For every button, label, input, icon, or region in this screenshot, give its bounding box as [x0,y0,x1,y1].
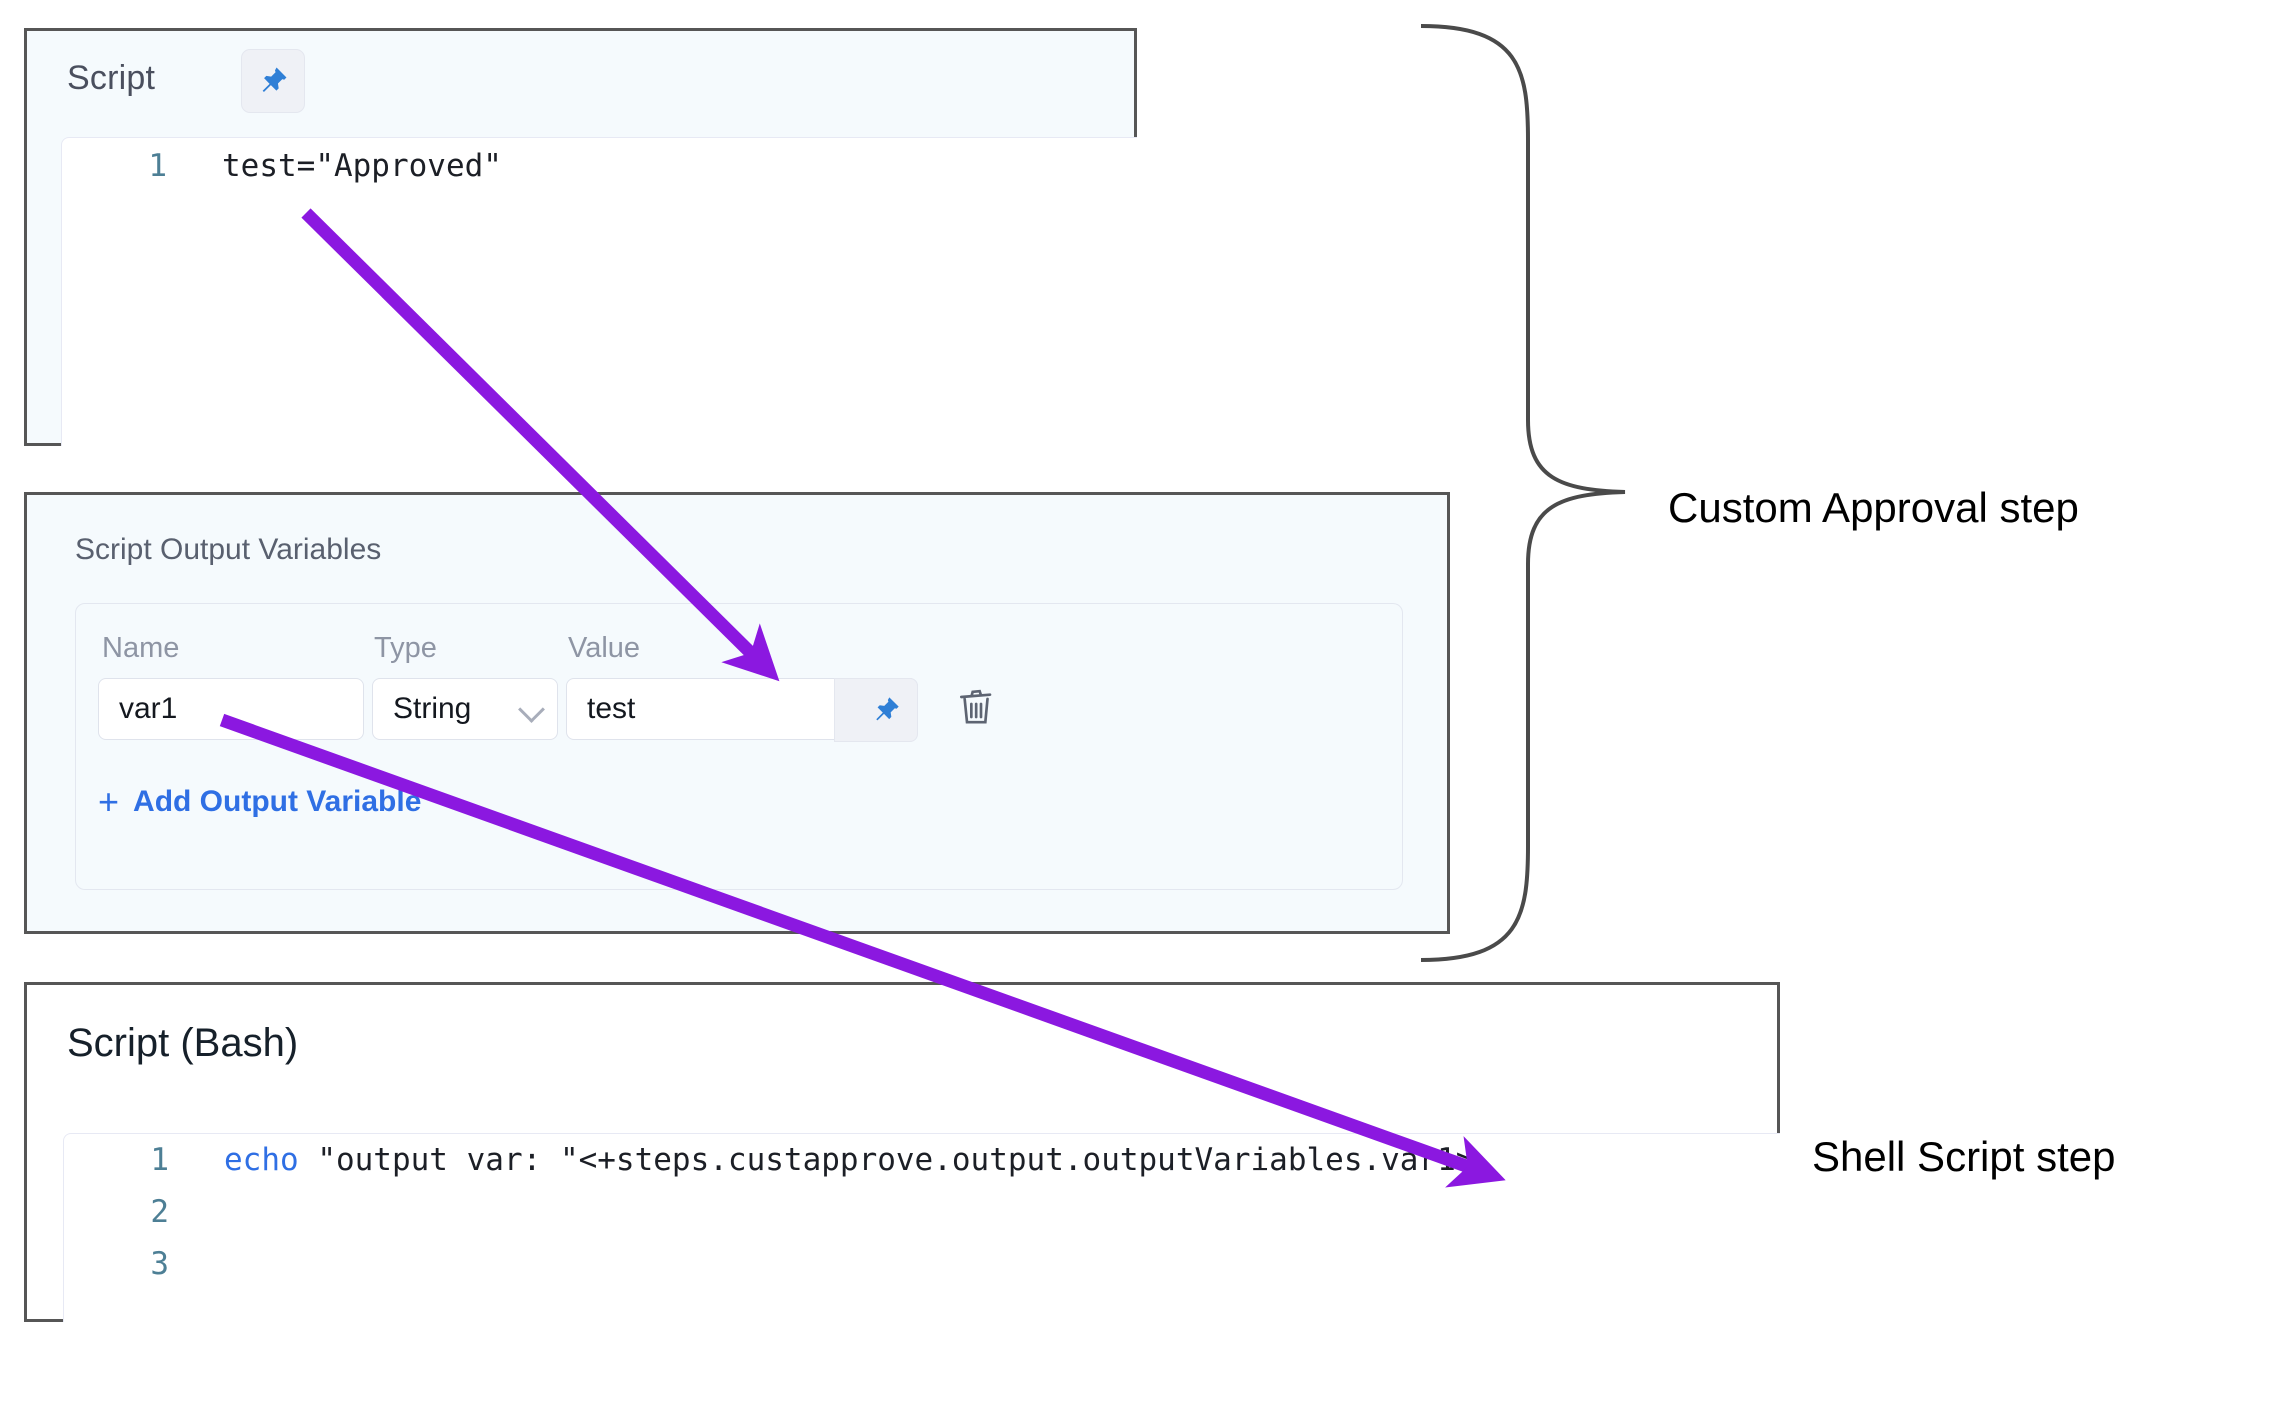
annotation-shell-script-step: Shell Script step [1812,1133,2116,1180]
pin-icon-button[interactable] [241,49,305,113]
annotation-custom-approval-step: Custom Approval step [1668,484,2079,531]
script-code-editor[interactable]: 1 test="Approved" [61,137,1137,446]
curly-brace-custom-approval [1420,24,1626,962]
script-panel-header: Script [27,31,1134,137]
line-number: 1 [150,1142,169,1178]
pin-icon [876,697,899,721]
chevron-down-icon [518,696,545,723]
pin-icon-button-value[interactable] [834,678,918,742]
column-header-name: Name [102,632,180,664]
plus-icon: + [98,781,120,822]
code-line: 1 test="Approved" [62,138,1137,194]
code-text: test="Approved" [222,148,502,184]
variable-name-input[interactable]: var1 [98,678,364,740]
delete-variable-button[interactable] [948,676,1004,740]
line-number: 3 [150,1246,169,1282]
code-line: 3 [64,1238,1780,1290]
variable-name-value: var1 [119,692,178,725]
code-line: 1 echo "output var: "<+steps.custapprove… [64,1134,1780,1186]
column-header-value: Value [568,632,641,664]
code-text: "output var: "<+steps.custapprove.output… [298,1142,1475,1178]
bash-code-editor[interactable]: 1 echo "output var: "<+steps.custapprove… [63,1133,1780,1322]
script-output-variables-title: Script Output Variables [75,533,382,566]
line-number: 1 [148,148,167,184]
output-variables-card: Name Type Value var1 String test [75,603,1403,890]
script-panel-title: Script [67,59,156,97]
column-header-type: Type [374,632,437,664]
script-output-variables-panel: Script Output Variables Name Type Value … [24,492,1450,934]
bash-script-panel: Script (Bash) 1 echo "output var: "<+ste… [24,982,1780,1322]
bash-script-title: Script (Bash) [67,1021,299,1065]
script-panel: Script 1 test="Approved" [24,28,1137,446]
add-output-variable-button[interactable]: + Add Output Variable [98,784,421,820]
variable-type-value: String [393,692,472,725]
pin-icon [262,67,287,93]
variable-type-select[interactable]: String [372,678,558,740]
add-output-variable-label: Add Output Variable [133,785,422,818]
line-number: 2 [150,1194,169,1230]
variable-value-input[interactable]: test [566,678,918,742]
code-keyword: echo [224,1142,299,1178]
trash-icon [960,689,992,724]
code-line: 2 [64,1186,1780,1238]
